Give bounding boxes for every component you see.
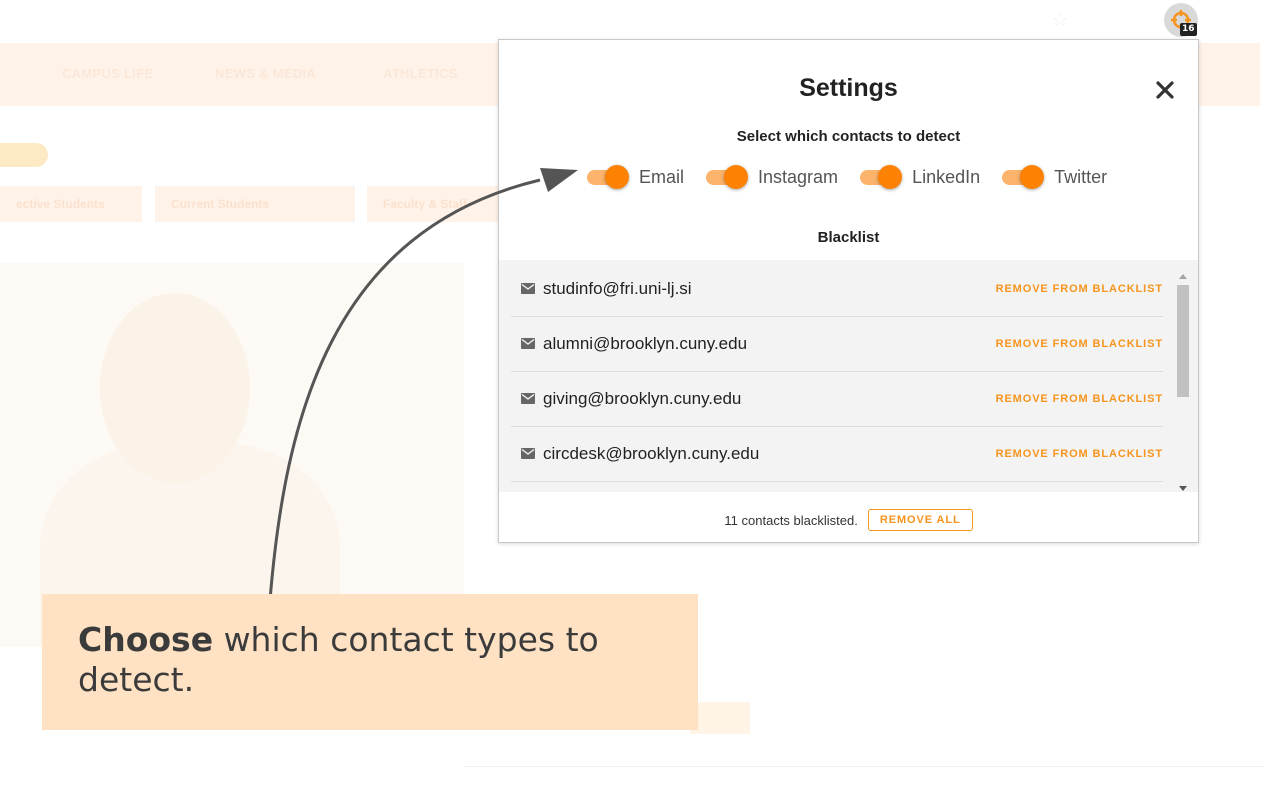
bookmark-star-icon: ☆ (1052, 10, 1069, 30)
linkedin-toggle-switch[interactable] (858, 164, 903, 190)
mail-icon (521, 283, 535, 294)
settings-popup: Settings Select which contacts to detect… (498, 39, 1199, 543)
callout-rest: which contact types to detect. (78, 620, 599, 699)
twitter-toggle-switch[interactable] (1000, 164, 1045, 190)
extension-badge: 16 (1180, 23, 1197, 36)
blacklist-address: giving@brooklyn.cuny.edu (543, 389, 742, 408)
close-button[interactable] (1153, 78, 1177, 102)
bg-tab: ective Students (0, 186, 142, 222)
bg-tab: Faculty & Staff (367, 186, 498, 222)
blacklist-address: alumni@brooklyn.cuny.edu (543, 334, 748, 353)
bg-badge (0, 143, 48, 167)
bg-hero-face (100, 293, 250, 483)
mail-icon (521, 448, 535, 459)
bg-nav-item: ATHLETICS (383, 66, 458, 81)
close-icon (1156, 81, 1174, 99)
contact-type-toggles: Email Instagram LinkedIn Twitter (585, 164, 1127, 190)
toggle-label: Twitter (1054, 166, 1108, 187)
bg-tab-label: Current Students (171, 197, 270, 211)
toggle-twitter: Twitter (1000, 164, 1107, 190)
remove-from-blacklist-button[interactable]: REMOVE FROM BLACKLIST (995, 393, 1163, 405)
bg-tab: Current Students (155, 186, 355, 222)
list-item: studinfo@fri.uni-lj.si REMOVE FROM BLACK… (511, 262, 1163, 317)
toggle-label: Instagram (758, 166, 839, 187)
blacklist-list[interactable]: studinfo@fri.uni-lj.si REMOVE FROM BLACK… (499, 260, 1198, 492)
remove-from-blacklist-button[interactable]: REMOVE FROM BLACKLIST (995, 448, 1163, 460)
popup-title: Settings (799, 74, 898, 102)
bg-divider (464, 766, 1264, 767)
scroll-up-arrow-icon[interactable] (1179, 274, 1187, 279)
detect-section-label: Select which contacts to detect (736, 128, 961, 145)
scroll-thumb[interactable] (1177, 285, 1189, 397)
bg-nav-item: NEWS & MEDIA (215, 66, 317, 81)
bg-tab-label: Faculty & Staff (383, 197, 468, 211)
mail-icon (521, 393, 535, 404)
toggle-email: Email (585, 164, 684, 190)
scroll-down-arrow-icon[interactable] (1179, 486, 1187, 491)
callout-bold: Choose (78, 620, 214, 659)
bg-footer-button (690, 702, 750, 734)
remove-from-blacklist-button[interactable]: REMOVE FROM BLACKLIST (995, 338, 1163, 350)
remove-all-button[interactable]: REMOVE ALL (867, 509, 973, 531)
blacklist-address: studinfo@fri.uni-lj.si (543, 279, 692, 298)
bg-tab-label: ective Students (16, 197, 105, 211)
instagram-toggle-switch[interactable] (704, 164, 749, 190)
blacklist-footer: 11 contacts blacklisted. REMOVE ALL (499, 509, 1198, 531)
blacklist-address: circdesk@brooklyn.cuny.edu (543, 444, 760, 463)
bg-nav-item: CAMPUS LIFE (62, 66, 154, 81)
toggle-instagram: Instagram (704, 164, 838, 190)
blacklist-scrollbar[interactable] (1175, 268, 1191, 494)
toggle-linkedin: LinkedIn (858, 164, 980, 190)
list-item: circdesk@brooklyn.cuny.edu REMOVE FROM B… (511, 427, 1163, 482)
remove-from-blacklist-button[interactable]: REMOVE FROM BLACKLIST (995, 283, 1163, 295)
mail-icon (521, 338, 535, 349)
email-toggle-switch[interactable] (585, 164, 629, 190)
blacklist-section-label: Blacklist (817, 229, 880, 246)
callout-text: Choose which contact types to detect. (78, 620, 658, 700)
blacklist-count: 11 contacts blacklisted. (724, 512, 858, 528)
list-item: alumni@brooklyn.cuny.edu REMOVE FROM BLA… (511, 317, 1163, 372)
toggle-label: LinkedIn (912, 166, 981, 187)
toggle-label: Email (639, 166, 685, 187)
tutorial-callout: Choose which contact types to detect. (42, 594, 698, 730)
list-item: giving@brooklyn.cuny.edu REMOVE FROM BLA… (511, 372, 1163, 427)
